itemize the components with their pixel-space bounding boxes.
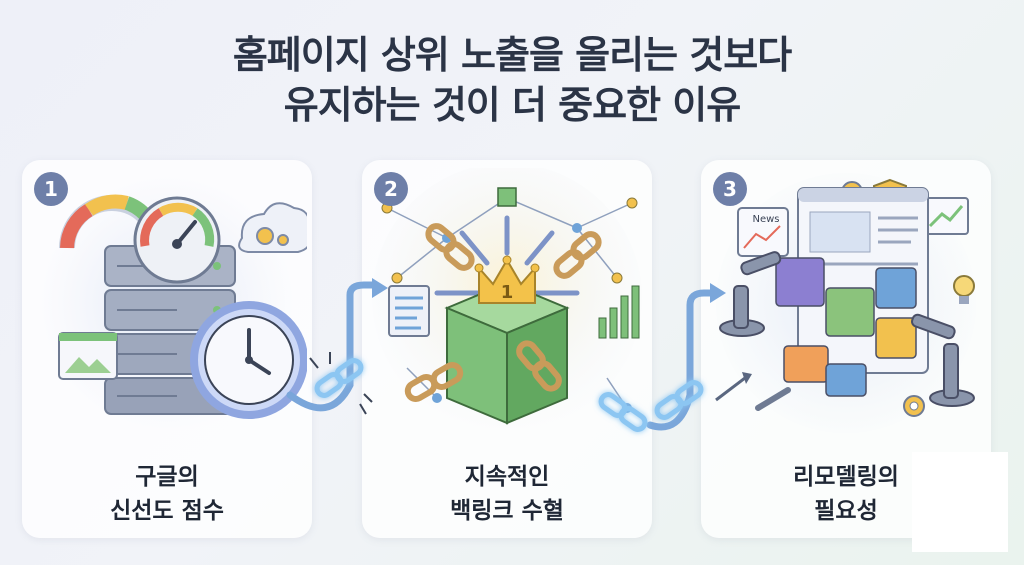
title-line-1: 홈페이지 상위 노출을 올리는 것보다 [232, 33, 792, 77]
step-card-1: 1 구글의 신선도 점수 [22, 160, 312, 538]
converging-arrows-icon [434, 215, 580, 296]
news-label: News [752, 214, 779, 225]
news-chart-icon: News [737, 207, 789, 257]
white-patch [912, 452, 1008, 552]
freshness-gauge-icon [133, 196, 221, 284]
title-line-2: 유지하는 것이 더 중요한 이유 [283, 83, 741, 127]
puzzle-pieces-icon [775, 257, 917, 397]
step-number-badge: 2 [374, 172, 408, 206]
wrench-icon [755, 387, 791, 411]
document-icon [388, 285, 430, 337]
crown-number: 1 [501, 282, 514, 303]
caption-line-2: 백링크 수혈 [450, 498, 564, 524]
cloud-gear-icon [238, 202, 307, 253]
backlink-illustration: 1 [372, 168, 642, 433]
small-cube-icon [497, 187, 517, 207]
freshness-score-illustration [37, 173, 307, 433]
caption-line-1: 지속적인 [464, 464, 550, 490]
image-window-icon [58, 332, 118, 380]
remodeling-illustration: News [716, 173, 976, 433]
gear-bottom-icon [903, 395, 925, 417]
clock-icon [190, 301, 307, 419]
bar-chart-icon [598, 285, 640, 339]
trend-chart-icon [923, 197, 969, 235]
step-number-badge: 3 [713, 172, 747, 206]
step-caption: 리모델링의 필요성 [701, 460, 991, 528]
step-caption: 지속적인 백링크 수혈 [362, 460, 652, 528]
robot-arm-right-icon [911, 313, 975, 407]
crown-icon: 1 [474, 255, 540, 304]
step-card-3: News [701, 160, 991, 538]
lightbulb-icon [953, 275, 975, 304]
caption-line-2: 신선도 점수 [110, 498, 224, 524]
chain-link-icon [404, 223, 602, 402]
caption-line-2: 필요성 [814, 498, 878, 524]
robot-arm-left-icon [719, 251, 782, 337]
step-number-badge: 1 [34, 172, 68, 206]
step-card-2: 1 2 지속적인 백링크 수혈 [362, 160, 652, 538]
step-caption: 구글의 신선도 점수 [22, 460, 312, 528]
caption-line-1: 구글의 [135, 464, 199, 490]
page-title: 홈페이지 상위 노출을 올리는 것보다 유지하는 것이 더 중요한 이유 [0, 30, 1024, 130]
caption-line-1: 리모델링의 [793, 464, 899, 490]
